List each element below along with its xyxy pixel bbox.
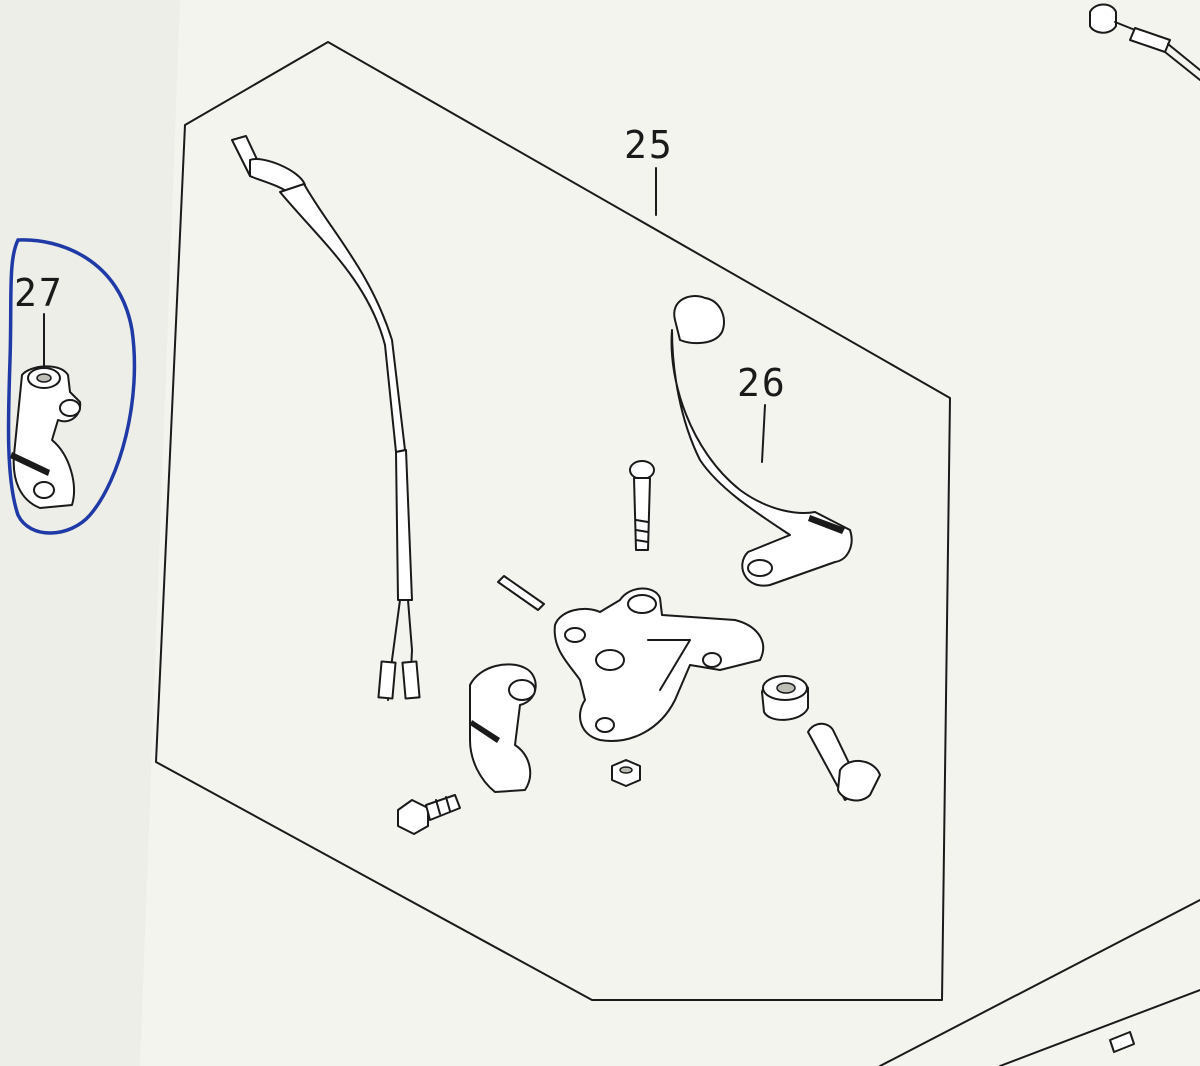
pin-icon bbox=[497, 575, 545, 611]
clamp-27-icon bbox=[10, 365, 82, 509]
collar-icon bbox=[761, 675, 809, 721]
callout-25-label: 25 bbox=[624, 123, 674, 167]
kit-boundary bbox=[155, 41, 951, 1001]
lever-icon bbox=[670, 295, 853, 587]
lower-cable-icon bbox=[879, 899, 1200, 1066]
paper-fold-shadow bbox=[0, 0, 180, 1066]
bracket-icon bbox=[553, 587, 765, 742]
mount-bolt-icon bbox=[397, 794, 461, 835]
callout-26-leader bbox=[761, 404, 766, 463]
cable-icon bbox=[1089, 3, 1200, 81]
pivot-bolt-icon bbox=[629, 460, 655, 551]
callout-26-label: 26 bbox=[737, 361, 787, 405]
clamp-icon bbox=[469, 663, 537, 793]
wire-harness-icon bbox=[231, 135, 421, 701]
highlight-circle bbox=[6, 238, 137, 535]
adjuster-bolt-icon bbox=[807, 722, 881, 802]
nut-icon bbox=[611, 759, 641, 787]
callout-27-label: 27 bbox=[14, 271, 64, 315]
